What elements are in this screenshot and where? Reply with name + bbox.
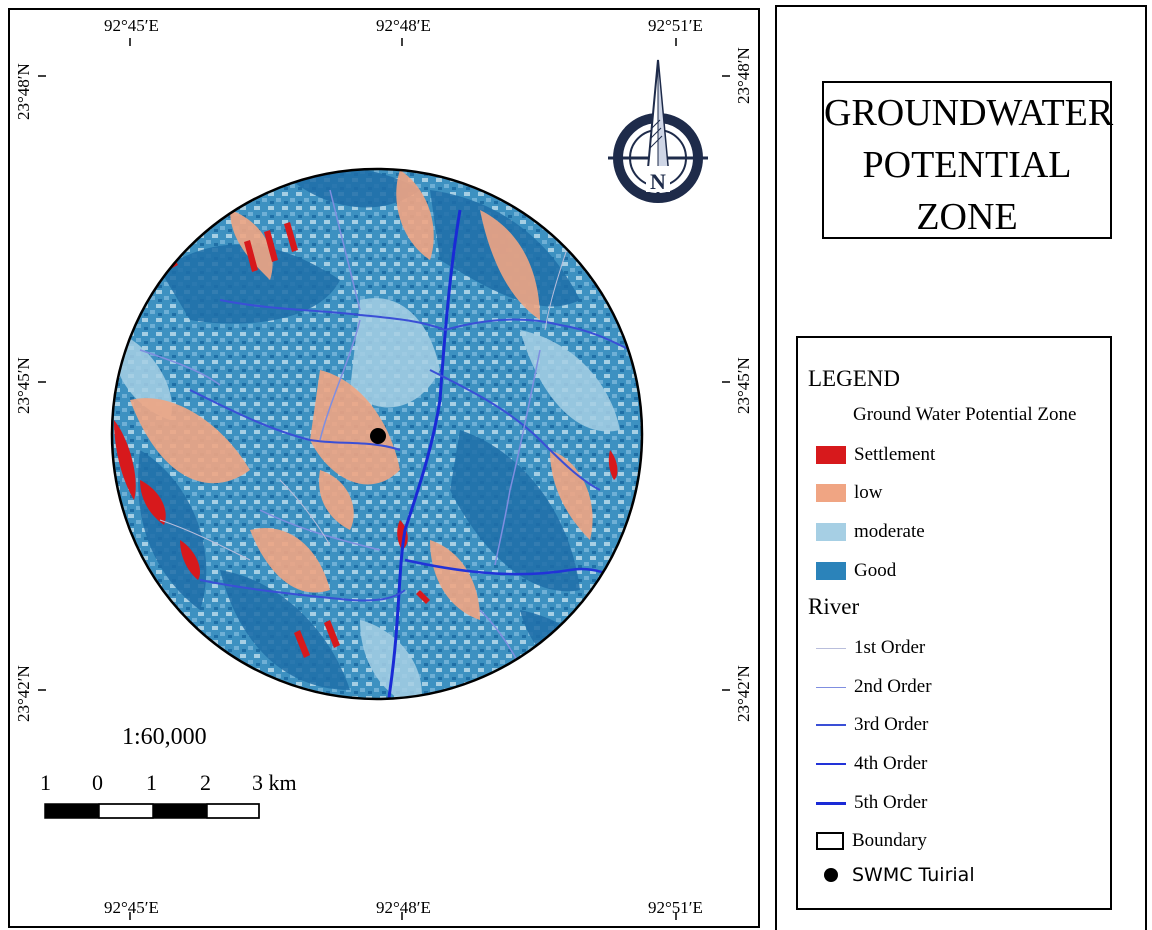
legend-label: 4th Order bbox=[854, 753, 928, 774]
scale-bar bbox=[44, 803, 260, 819]
legend-item-2nd-order: 2nd Order bbox=[816, 672, 932, 702]
settlement-swatch bbox=[816, 446, 846, 464]
river-line-icon bbox=[816, 686, 846, 688]
legend-item-low: low bbox=[816, 478, 883, 508]
zone-moderate bbox=[112, 298, 620, 699]
legend-label: 2nd Order bbox=[854, 676, 932, 697]
legend-heading: LEGEND bbox=[808, 366, 900, 391]
study-area-boundary bbox=[110, 167, 644, 701]
legend-label: 1st Order bbox=[854, 637, 926, 658]
zone-good bbox=[138, 169, 600, 690]
legend-label: low bbox=[854, 482, 883, 503]
zone-low bbox=[130, 170, 593, 620]
legend-item-3rd-order: 3rd Order bbox=[816, 710, 928, 740]
river-line-icon bbox=[816, 647, 846, 649]
scale-label-5: 3 km bbox=[252, 770, 297, 795]
swmc-tuirial-point bbox=[370, 428, 386, 444]
top-tick-2: 92°48′E bbox=[376, 16, 431, 35]
legend-item-boundary: Boundary bbox=[816, 826, 927, 856]
bottom-tick-1: 92°45′E bbox=[104, 898, 159, 917]
legend-item-good: Good bbox=[816, 556, 896, 586]
title-line-3: ZONE bbox=[916, 196, 1018, 238]
top-tick-1: 92°45′E bbox=[104, 16, 159, 35]
legend: LEGEND Ground Water Potential Zone Settl… bbox=[796, 336, 1112, 910]
river-line-icon bbox=[816, 763, 846, 765]
side-panel-frame bbox=[775, 5, 1147, 930]
north-arrow-icon: N bbox=[608, 59, 708, 203]
legend-label: SWMC Tuirial bbox=[852, 864, 975, 886]
title-line-2: POTENTIAL bbox=[862, 144, 1072, 186]
groundwater-map bbox=[110, 167, 644, 701]
legend-label: moderate bbox=[854, 521, 925, 542]
legend-item-4th-order: 4th Order bbox=[816, 749, 927, 779]
point-icon bbox=[824, 868, 838, 882]
scale-label-2: 0 bbox=[92, 770, 103, 795]
scale-label-3: 1 bbox=[146, 770, 157, 795]
river-line-icon bbox=[816, 724, 846, 726]
legend-label: Boundary bbox=[852, 830, 927, 851]
legend-label: 3rd Order bbox=[854, 714, 929, 735]
legend-label: Good bbox=[854, 560, 897, 581]
bottom-tick-3: 92°51′E bbox=[648, 898, 703, 917]
river-heading: River bbox=[808, 594, 860, 619]
moderate-swatch bbox=[816, 523, 846, 541]
good-swatch bbox=[816, 562, 846, 580]
boundary-swatch bbox=[816, 832, 844, 850]
scale-label-1: 1 bbox=[40, 770, 51, 795]
scale-ratio: 1:60,000 bbox=[122, 724, 207, 750]
zone-heading: Ground Water Potential Zone bbox=[853, 404, 1077, 425]
river-network bbox=[139, 189, 641, 699]
top-tick-3: 92°51′E bbox=[648, 16, 703, 35]
river-line-icon bbox=[816, 801, 846, 805]
map-title: GROUNDWATER POTENTIAL ZONE bbox=[822, 81, 1114, 239]
legend-item-settlement: Settlement bbox=[816, 440, 935, 470]
bottom-tick-2: 92°48′E bbox=[376, 898, 431, 917]
legend-label: 5th Order bbox=[854, 792, 928, 813]
title-line-1: GROUNDWATER bbox=[824, 92, 1114, 134]
legend-item-1st-order: 1st Order bbox=[816, 633, 925, 663]
legend-item-5th-order: 5th Order bbox=[816, 788, 927, 818]
low-swatch bbox=[816, 484, 846, 502]
legend-label: Settlement bbox=[854, 444, 936, 465]
legend-item-moderate: moderate bbox=[816, 517, 925, 547]
north-label: N bbox=[650, 169, 666, 194]
scale-label-4: 2 bbox=[200, 770, 211, 795]
legend-item-swmc-tuirial: SWMC Tuirial bbox=[816, 860, 975, 890]
